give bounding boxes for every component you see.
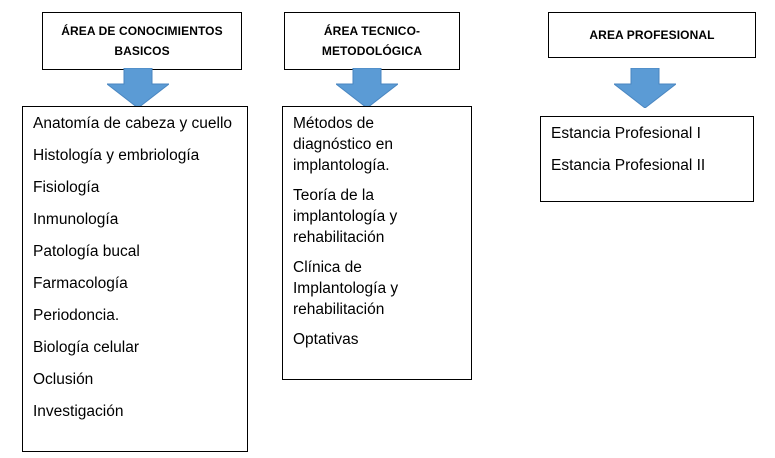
- area-header-tecnico-metodologica: ÁREA TECNICO-METODOLÓGICA: [284, 12, 460, 70]
- list-item: Inmunología: [33, 211, 119, 228]
- list-item: Estancia Profesional I: [551, 125, 701, 142]
- list-item: Teoría de la implantología y rehabilitac…: [293, 187, 398, 246]
- list-item: Investigación: [33, 403, 124, 420]
- down-arrow-icon: [336, 68, 398, 108]
- area-header-label: ÁREA TECNICO-METODOLÓGICA: [321, 24, 423, 58]
- list-item: Optativas: [293, 331, 359, 348]
- area-box-profesional: Estancia Profesional I Estancia Profesio…: [540, 116, 754, 202]
- down-arrow-icon: [614, 68, 676, 108]
- list-item: Estancia Profesional II: [551, 157, 706, 174]
- area-box-conocimientos-basicos: Anatomía de cabeza y cuello Histología y…: [22, 106, 248, 452]
- list-item: Histología y embriología: [33, 147, 200, 164]
- list-item: Clínica de Implantología y rehabilitació…: [293, 259, 399, 318]
- list-item: Patología bucal: [33, 243, 140, 260]
- area-header-label: ÁREA DE CONOCIMIENTOS BASICOS: [61, 24, 223, 58]
- list-item: Periodoncia.: [33, 307, 120, 324]
- list-item: Farmacología: [33, 275, 128, 292]
- list-item: Métodos de diagnóstico en implantología.: [293, 115, 393, 174]
- list-item: Fisiología: [33, 179, 100, 196]
- list-item: Anatomía de cabeza y cuello: [33, 115, 233, 132]
- list-item: Oclusión: [33, 371, 94, 388]
- area-box-tecnico-metodologica: Métodos de diagnóstico en implantología.…: [282, 106, 472, 380]
- list-item: Biología celular: [33, 339, 139, 356]
- area-header-profesional: AREA PROFESIONAL: [548, 12, 756, 58]
- down-arrow-icon: [107, 68, 169, 108]
- area-header-conocimientos-basicos: ÁREA DE CONOCIMIENTOS BASICOS: [42, 12, 242, 70]
- area-header-label: AREA PROFESIONAL: [589, 28, 715, 42]
